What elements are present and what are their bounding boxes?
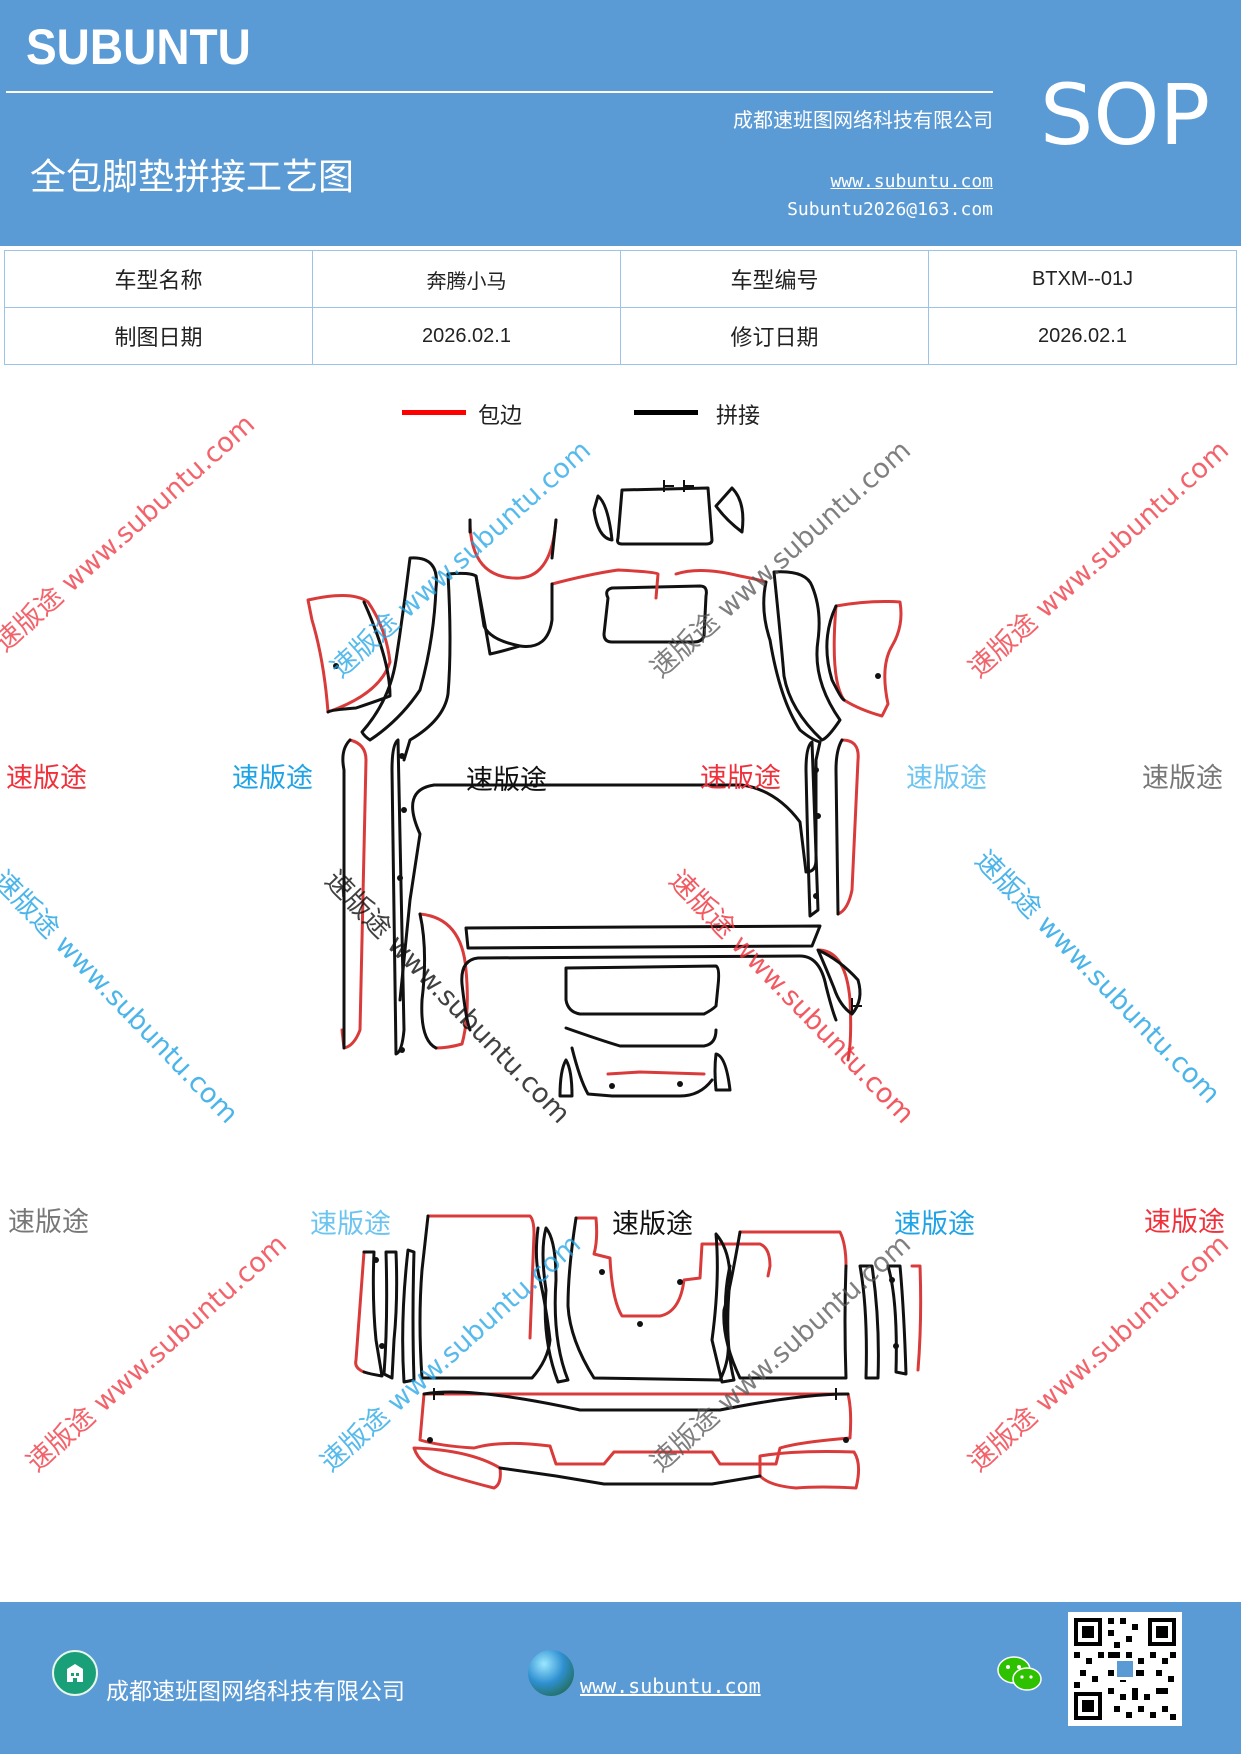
mat-piece-rear-strip-right xyxy=(858,1264,908,1380)
mat-piece-mid-tray xyxy=(570,1046,714,1098)
legend-label-seam: 拼接 xyxy=(716,404,761,429)
seam-marks xyxy=(433,480,862,1400)
mat-piece-top-left-tab xyxy=(592,494,614,542)
mat-piece-rear-strip-left2 xyxy=(382,1250,399,1380)
mat-piece-mid-band xyxy=(464,924,822,950)
watermark-text: 速版途 xyxy=(906,763,987,794)
mat-piece-front-main-top xyxy=(550,568,660,600)
legend-label-edge: 包边 xyxy=(478,404,523,429)
value-revision-date: 2026.02.1 xyxy=(928,307,1237,365)
mat-piece-rear-band-red xyxy=(418,1392,853,1466)
mat-piece-right-red xyxy=(832,600,903,718)
legend-swatch-black xyxy=(634,410,698,415)
mat-piece-mid-lower xyxy=(564,1026,718,1048)
mat-piece-right-long xyxy=(772,570,842,742)
mat-piece-rear-band-left xyxy=(412,1446,502,1490)
table-row: 车型名称 奔腾小马 车型编号 BTXM--01J xyxy=(4,250,1237,308)
mat-piece-right-bottom-red xyxy=(818,948,853,1062)
mat-piece-rear-band-right xyxy=(758,1450,861,1490)
watermark-text: 速版途 xyxy=(612,1209,693,1240)
watermark-text: 速版途 xyxy=(310,1209,391,1240)
legend-swatch-red xyxy=(402,410,466,415)
label-model-code: 车型编号 xyxy=(620,250,929,308)
mat-piece-left-strip2 xyxy=(390,738,406,1056)
mat-piece-rear-strip-left xyxy=(362,1250,384,1378)
mat-piece-mid-bridge xyxy=(606,1070,706,1076)
mat-piece-front-main-curve xyxy=(474,574,522,648)
watermark-text: 速版途 xyxy=(6,763,87,794)
mat-piece-right-strip-red xyxy=(836,738,860,916)
mat-piece-rear-right-red xyxy=(738,1230,848,1268)
mat-piece-front-main-topright xyxy=(674,568,768,584)
mat-piece-left-panel xyxy=(326,600,392,714)
email-address[interactable]: Subuntu2026@163.com xyxy=(787,199,993,220)
website-link[interactable]: www.subuntu.com xyxy=(830,171,993,192)
watermark-text: 速版途 xyxy=(894,1209,975,1240)
building-icon xyxy=(52,1650,98,1696)
mat-piece-right-tab-edge xyxy=(816,948,862,1016)
value-model-code: BTXM--01J xyxy=(928,250,1237,308)
globe-icon xyxy=(528,1650,574,1696)
watermark-text: 速版途 xyxy=(700,763,781,794)
mat-piece-mid-body xyxy=(460,954,838,1032)
mat-piece-left-long xyxy=(360,556,438,742)
mat-piece-left-bottom-red xyxy=(418,912,469,1050)
vehicle-info-table: 车型名称 奔腾小马 车型编号 BTXM--01J 制图日期 2026.02.1 … xyxy=(4,250,1237,365)
mat-piece-mid-small xyxy=(713,1052,732,1092)
mat-piece-small-rect xyxy=(602,584,708,644)
mat-piece-front-main xyxy=(398,571,822,1002)
mat-piece-mid-box xyxy=(564,964,721,1016)
label-model-name: 车型名称 xyxy=(4,250,313,308)
header-divider xyxy=(6,91,993,93)
mat-piece-rear-strip-right-red xyxy=(910,1264,923,1372)
mat-piece-right-strip xyxy=(834,738,844,916)
header-banner: SUBUNTU 成都速班图网络科技有限公司 全包脚垫拼接工艺图 www.subu… xyxy=(0,0,1241,246)
mat-piece-rear-strip-left3 xyxy=(401,1248,416,1384)
mat-piece-rear-band-base xyxy=(498,1466,762,1486)
mat-piece-rear-center-red xyxy=(574,1216,772,1318)
legend: 包边 拼接 xyxy=(0,398,1241,438)
mat-piece-rear-strip-right2 xyxy=(541,1226,736,1384)
watermark-text: 速版途 xyxy=(232,763,313,794)
mat-pieces-svg xyxy=(306,480,923,1490)
watermark-text: 速版途 xyxy=(8,1207,89,1238)
mat-piece-top-right-tab xyxy=(714,486,745,534)
mat-piece-rear-center xyxy=(566,1216,732,1382)
value-draw-date: 2026.02.1 xyxy=(312,307,621,365)
mat-piece-mid-small-left xyxy=(558,1058,574,1098)
mat-piece-u-red xyxy=(468,518,558,580)
mat-piece-left-strip-red xyxy=(340,738,368,1050)
mat-piece-rear-strip-left-red xyxy=(354,1250,366,1374)
mat-fixing-dots xyxy=(333,663,899,1443)
value-model-name: 奔腾小马 xyxy=(312,250,621,308)
mat-piece-right-panel xyxy=(825,604,846,702)
footer-banner: 成都速班图网络科技有限公司 www.subuntu.com xyxy=(0,1602,1241,1754)
footer-company-name: 成都速班图网络科技有限公司 xyxy=(106,1679,405,1705)
mat-piece-right-strip2 xyxy=(804,740,820,918)
mat-piece-rear-left-red xyxy=(426,1214,536,1340)
mat-piece-left-bottom xyxy=(418,912,438,1050)
floor-mat-diagram: 速版途 速版途 速版途 速版途 速版途 速版途 速版途 速版途 速版途 速版途 … xyxy=(0,409,1241,1600)
watermark-text: 速版途 xyxy=(1144,1207,1225,1238)
label-draw-date: 制图日期 xyxy=(4,307,313,365)
footer-website-link[interactable]: www.subuntu.com xyxy=(580,1674,761,1698)
mat-piece-left-strip xyxy=(341,738,352,1050)
label-revision-date: 修订日期 xyxy=(620,307,929,365)
mat-piece-rear-band-top xyxy=(422,1390,850,1412)
table-row: 制图日期 2026.02.1 修订日期 2026.02.1 xyxy=(4,307,1237,365)
mat-piece-top-center xyxy=(616,486,714,546)
watermark-text: 速版途 xyxy=(466,765,547,796)
page-title: 全包脚垫拼接工艺图 xyxy=(30,157,355,198)
wechat-icon[interactable] xyxy=(996,1652,1044,1696)
company-name: 成都速班图网络科技有限公司 xyxy=(733,108,993,132)
brand-logo: SUBUNTU xyxy=(26,19,251,75)
watermark-text: 速版途 xyxy=(1142,763,1223,794)
mat-piece-u-red-side xyxy=(468,518,558,560)
qr-code[interactable] xyxy=(1068,1612,1182,1726)
sop-badge: SOP xyxy=(1040,66,1211,164)
